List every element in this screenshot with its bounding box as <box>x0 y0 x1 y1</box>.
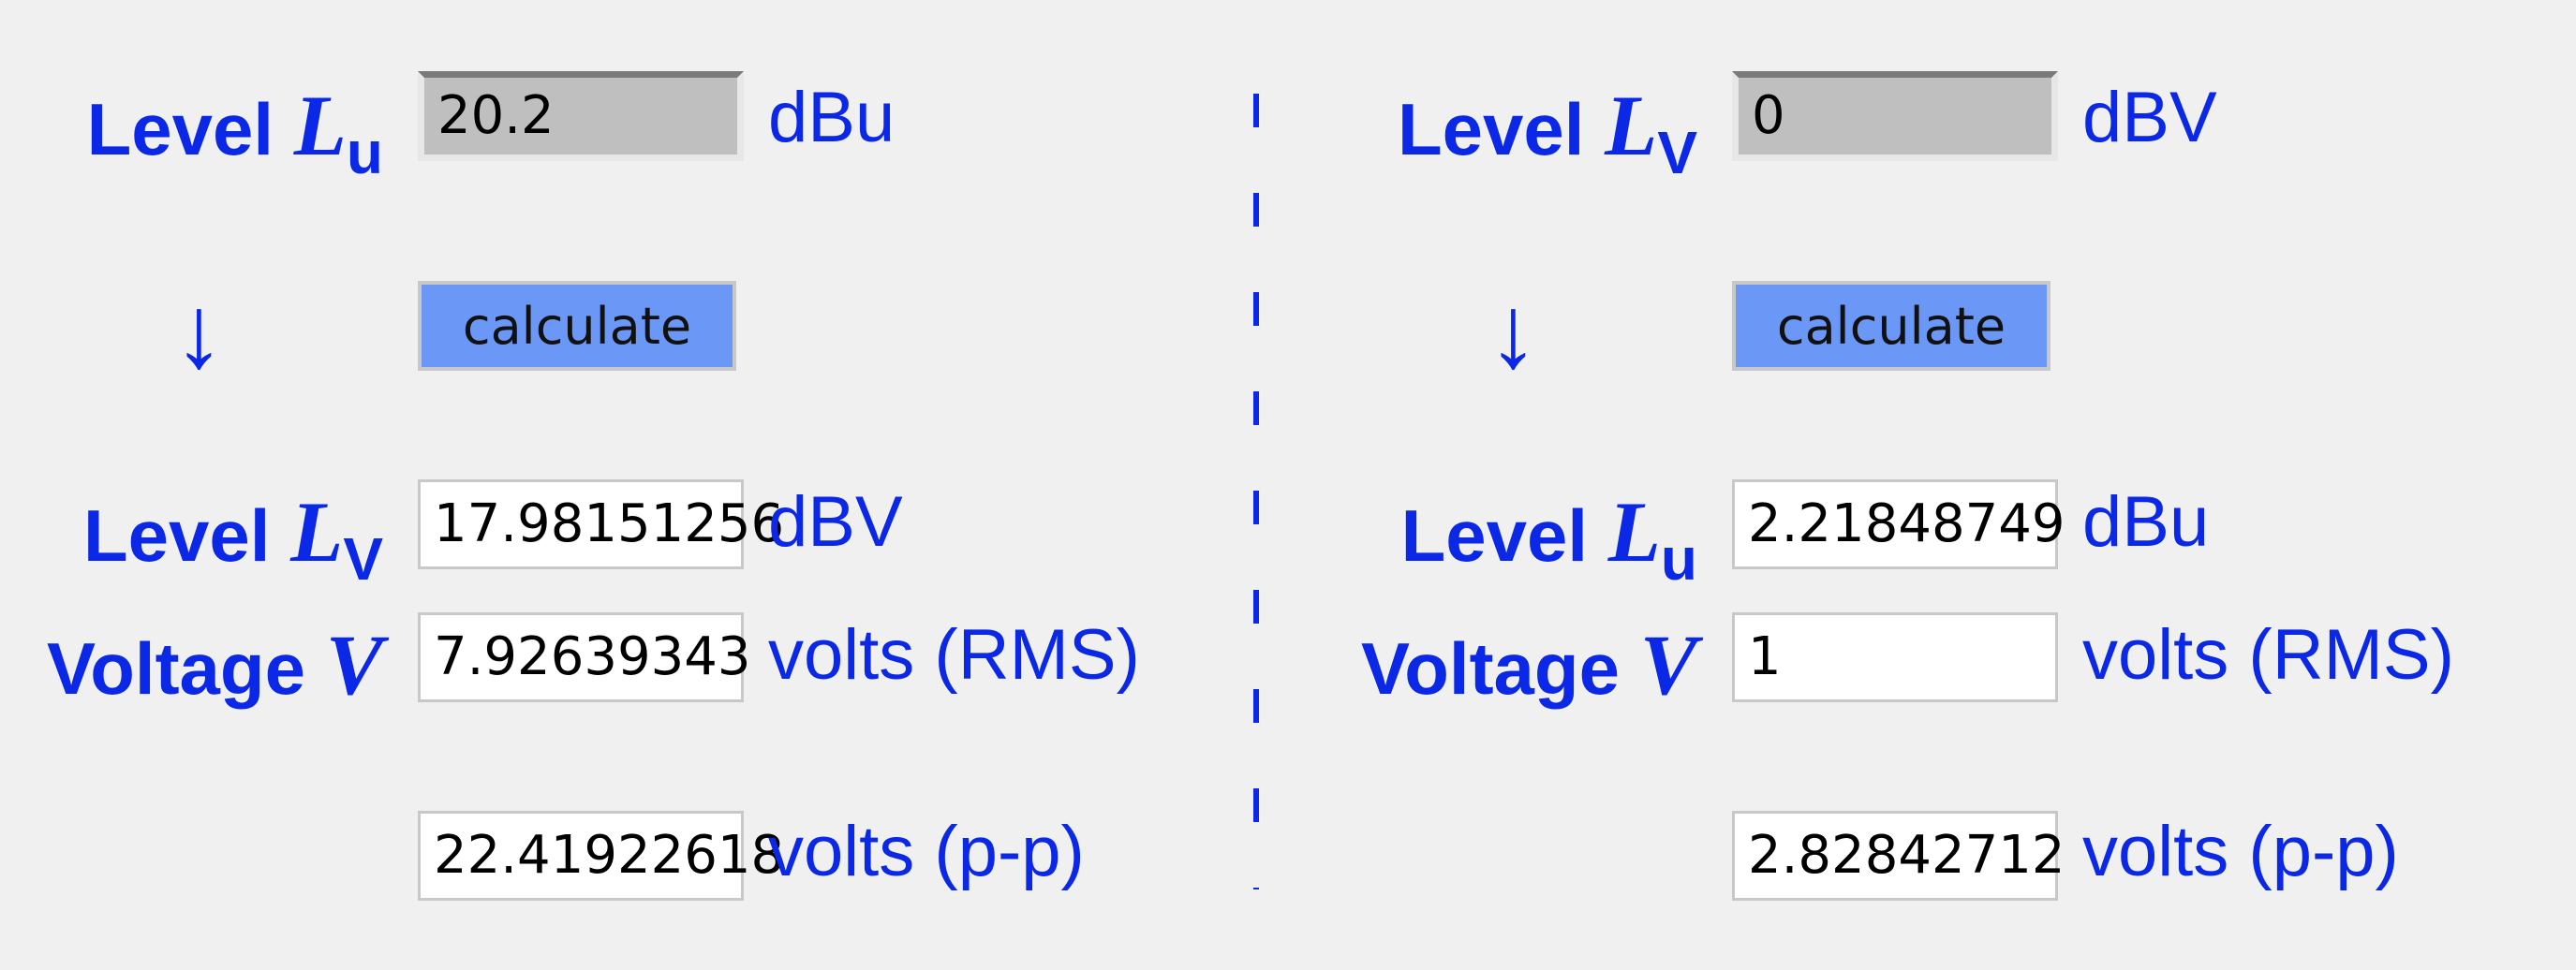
down-arrow-icon: ↓ <box>1488 274 1539 389</box>
variable-subscript: u <box>1660 525 1697 593</box>
voltage-label: Voltage V <box>1361 622 1697 708</box>
label-text: Level <box>86 88 274 170</box>
variable-symbol: L <box>1607 484 1661 580</box>
voltage-rms-field[interactable]: 7.92639343 <box>418 612 750 702</box>
variable-symbol: V <box>325 617 383 713</box>
input-level-label: Level LV <box>1398 82 1697 183</box>
label-text: Level <box>1400 494 1589 577</box>
panel-divider <box>1253 94 1259 889</box>
dbv-to-dbu-panel: Level LV 0 dBV ↓ calculate Level Lu 2.21… <box>1314 0 2576 970</box>
variable-symbol: L <box>290 484 344 580</box>
output-level-field[interactable]: 2.21848749 <box>1732 479 2065 569</box>
down-arrow-icon: ↓ <box>173 274 225 389</box>
output-level-unit: dBu <box>2082 482 2210 562</box>
voltage-pp-unit: volts (p-p) <box>768 812 1085 891</box>
voltage-rms-unit: volts (RMS) <box>768 615 1140 695</box>
input-level-label: Level Lu <box>87 82 383 183</box>
label-text: Level <box>82 494 271 577</box>
voltage-rms-field[interactable]: 1 <box>1732 612 2058 702</box>
label-text: Voltage <box>1361 627 1620 710</box>
calculate-button[interactable]: calculate <box>418 281 736 371</box>
variable-subscript: V <box>1657 119 1697 186</box>
variable-subscript: V <box>343 525 383 593</box>
input-unit: dBV <box>2082 78 2217 157</box>
dbu-to-dbv-panel: Level Lu 20.2 dBu ↓ calculate Level LV 1… <box>0 0 1262 970</box>
calculate-button[interactable]: calculate <box>1732 281 2050 371</box>
output-level-unit: dBV <box>768 482 903 562</box>
label-text: Level <box>1397 88 1585 170</box>
output-level-label: Level LV <box>83 489 383 589</box>
voltage-pp-field[interactable]: 2.82842712 <box>1732 811 2065 901</box>
input-level-field[interactable]: 0 <box>1732 71 2058 161</box>
output-level-label: Level Lu <box>1401 489 1697 589</box>
output-level-field[interactable]: 17.98151256 <box>418 479 784 569</box>
voltage-rms-unit: volts (RMS) <box>2082 615 2454 695</box>
voltage-pp-field[interactable]: 22.41922618 <box>418 811 784 901</box>
label-text: Voltage <box>47 627 305 710</box>
input-unit: dBu <box>768 78 896 157</box>
variable-symbol: L <box>1605 78 1658 173</box>
voltage-label: Voltage V <box>47 622 383 708</box>
voltage-pp-unit: volts (p-p) <box>2082 812 2399 891</box>
input-level-field[interactable]: 20.2 <box>418 71 744 161</box>
variable-symbol: L <box>293 78 347 173</box>
variable-subscript: u <box>346 119 383 186</box>
variable-symbol: V <box>1639 617 1697 713</box>
